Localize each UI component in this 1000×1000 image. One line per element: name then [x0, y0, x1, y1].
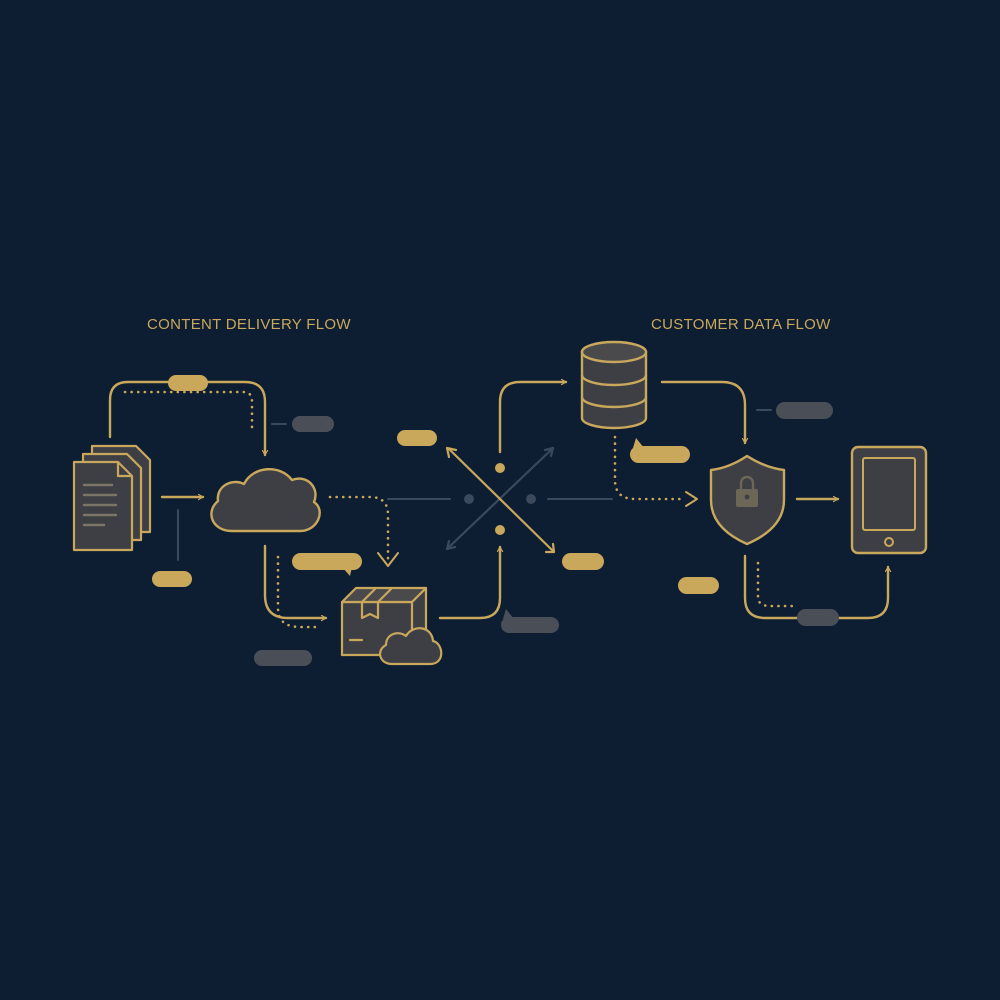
- tag-pill-2: [292, 416, 334, 432]
- tag-pill-9-tail: [633, 438, 644, 448]
- connector-documents-to-cloud-loop: [108, 380, 269, 457]
- customer-data-flow-title: CUSTOMER DATA FLOW: [651, 316, 831, 333]
- tag-pill-1: [168, 375, 208, 391]
- dotted-arrowhead-package: [377, 552, 399, 567]
- tag-pill-10: [776, 402, 833, 419]
- connector-package-to-hub: [438, 545, 504, 620]
- documents-icon: [72, 444, 152, 552]
- tag-pill-4: [152, 571, 192, 587]
- tablet-icon: [850, 445, 928, 555]
- small-cloud-icon: [378, 627, 443, 666]
- tag-pill-11: [678, 577, 719, 594]
- tag-pill-5-tail: [342, 567, 352, 576]
- content-delivery-flow-title: CONTENT DELIVERY FLOW: [147, 316, 351, 333]
- tag-pill-8: [562, 553, 604, 570]
- tag-pill-3: [397, 430, 437, 446]
- tag-pill-6: [254, 650, 312, 666]
- shield-lock-icon: [709, 454, 786, 546]
- dotted-arrowhead-shield: [685, 491, 698, 507]
- dotted-connector-database-to-shield: [613, 435, 684, 501]
- dotted-connector-cloud-to-package: [328, 495, 390, 562]
- connector-shield-to-tablet-loop: [743, 554, 892, 620]
- dotted-connector-top-loop: [123, 390, 254, 432]
- connector-hub-to-database: [498, 378, 568, 454]
- database-icon: [580, 340, 648, 430]
- tag-pill-5: [292, 553, 362, 570]
- crossing-arrows-icon: [445, 446, 556, 554]
- tag-pill-9: [630, 446, 690, 463]
- connector-database-to-shield: [660, 380, 749, 445]
- dotted-connector-cloud-lower: [276, 555, 320, 629]
- connector-cloud-to-package: [263, 544, 328, 622]
- dotted-connector-shield-lower: [756, 561, 800, 608]
- cloud-icon: [210, 467, 321, 533]
- tag-pill-7: [501, 617, 559, 633]
- tag-pill-12: [797, 609, 839, 626]
- tag-pill-7-tail: [503, 609, 514, 619]
